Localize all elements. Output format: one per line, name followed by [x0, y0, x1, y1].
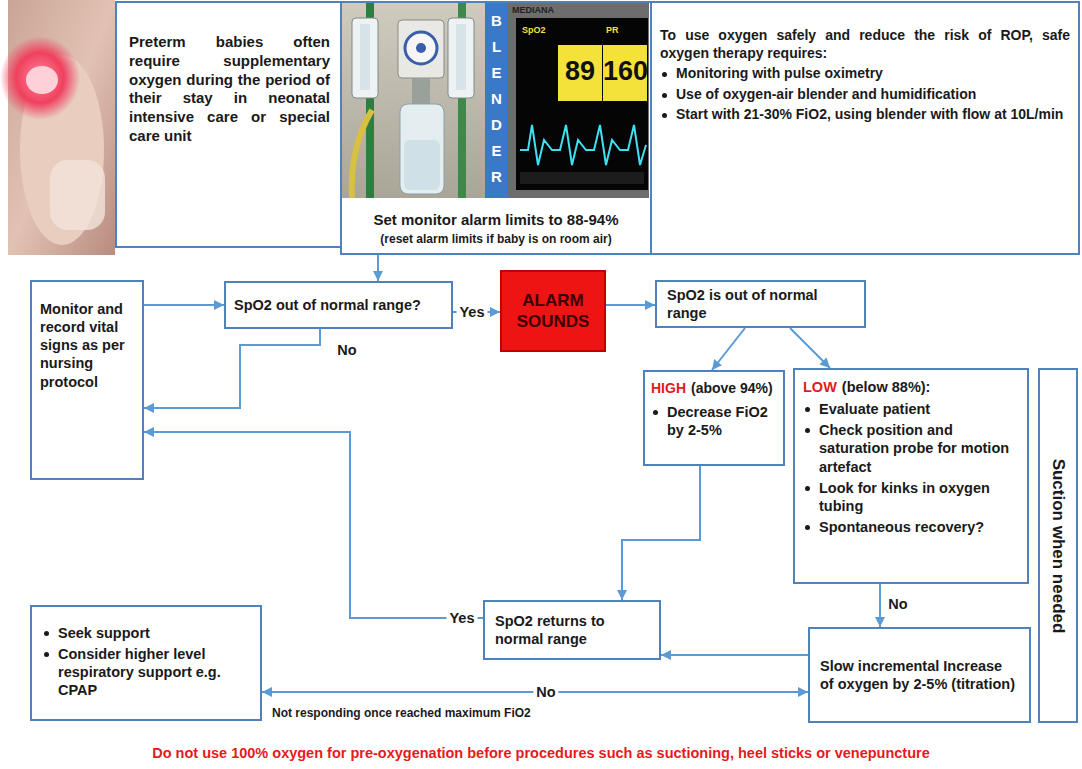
flow-connector — [790, 328, 830, 368]
baby-foot-photo — [0, 0, 115, 255]
bullet-dot — [662, 93, 667, 98]
text-row: SpO2 is out of normal range — [667, 286, 854, 322]
blender-strip-label: BLENDER — [489, 8, 504, 190]
node-text: Start with 21-30% FiO2, using blender wi… — [676, 106, 1070, 124]
intro-box: Preterm babies often require supplementa… — [115, 1, 342, 248]
node-text: Set monitor alarm limits to 88-94% — [373, 211, 618, 228]
text-row: HIGH (above 94%) — [651, 380, 777, 398]
node-text: Suction when needed — [1048, 458, 1068, 633]
bullet-dot — [805, 428, 810, 433]
node-text: Consider higher level respiratory suppor… — [58, 645, 250, 699]
flow-connector — [661, 654, 808, 656]
flow-connector — [622, 466, 700, 600]
edge-label: Yes — [447, 610, 478, 626]
flow-connector — [144, 304, 224, 306]
node-text: Decrease FiO2 by 2-5% — [667, 403, 777, 439]
node-text: Use of oxygen-air blender and humidifica… — [676, 86, 1070, 104]
flow-connector — [879, 584, 881, 627]
bullet-dot — [44, 631, 49, 636]
text-row: Monitor and record vital signs as per nu… — [40, 300, 134, 391]
monitor-brand: MEDIANA — [512, 5, 554, 15]
text-row: Preterm babies often require supplementa… — [129, 33, 330, 146]
node-text: Preterm babies often require supplementa… — [129, 33, 330, 144]
bullet-row: Consider higher level respiratory suppor… — [42, 645, 250, 699]
text-row: Slow incremental Increase of oxygen by 2… — [820, 657, 1019, 693]
text-row: (reset alarm limits if baby is on room a… — [348, 232, 644, 247]
flow-connector — [144, 432, 483, 618]
flow-connector — [712, 328, 745, 370]
node-text: SpO2 returns to normal range — [495, 613, 605, 647]
text-row: To use oxygen safely and reduce the risk… — [660, 27, 1070, 62]
decision-box: SpO2 out of normal range? — [224, 281, 453, 329]
low-box: LOW (below 88%): Evaluate patientCheck pos… — [793, 368, 1029, 584]
bullet-dot — [662, 113, 667, 118]
process-box: Monitor and record vital signs as per nu… — [30, 280, 144, 480]
titration-box: Slow incremental Increase of oxygen by 2… — [808, 627, 1031, 723]
flow-connector — [377, 255, 379, 281]
bullet-row: Spontaneous recovery? — [803, 518, 1019, 536]
node-text: SpO2 out of normal range? — [234, 297, 421, 313]
maximum-fio2-note: Not responding once reached maximum FiO2 — [272, 706, 531, 720]
text-row: SpO2 out of normal range? — [234, 296, 443, 314]
node-text: Check position and saturation probe for … — [819, 421, 1019, 475]
flow-connector — [606, 304, 655, 306]
monitor-spo2-value: 89 — [558, 56, 602, 87]
safe-oxygen-box: To use oxygen safely and reduce the risk… — [650, 1, 1080, 255]
bullet-dot — [44, 652, 49, 657]
bullet-row: Start with 21-30% FiO2, using blender wi… — [660, 106, 1070, 124]
text-row: SpO2 returns to normal range — [495, 612, 649, 648]
node-text: SpO2 is out of normal range — [667, 287, 818, 321]
monitor-pr-label: PR — [606, 25, 619, 35]
bullet-row: Check position and saturation probe for … — [803, 421, 1019, 475]
bullet-dot — [653, 410, 658, 415]
status-box: SpO2 is out of normal range — [655, 280, 866, 328]
bullet-dot — [805, 407, 810, 412]
bullet-row: Evaluate patient — [803, 400, 1019, 418]
bullet-dot — [805, 486, 810, 491]
node-text: (reset alarm limits if baby is on room a… — [380, 232, 611, 246]
alarm-box: ALARM SOUNDS — [500, 270, 606, 352]
node-text: Monitor and record vital signs as per nu… — [40, 301, 125, 390]
suction-band: Suction when needed — [1038, 368, 1078, 723]
bullet-row: Monitoring with pulse oximetry — [660, 65, 1070, 83]
text-row: LOW (below 88%): — [803, 378, 1019, 396]
monitor-photo — [507, 3, 649, 198]
blender-strip — [485, 3, 507, 198]
node-text: To use oxygen safely and reduce the risk… — [660, 27, 1070, 61]
high-box: HIGH (above 94%) Decrease FiO2 by 2-5% — [643, 370, 785, 466]
edge-label: No — [533, 684, 558, 700]
node-text: LOW — [803, 379, 837, 395]
bullet-dot — [805, 525, 810, 530]
monitor-pr-value: 160 — [603, 56, 647, 87]
text-row: Set monitor alarm limits to 88-94% — [348, 211, 644, 230]
bullet-row: Decrease FiO2 by 2-5% — [651, 403, 777, 439]
text-row: ALARM SOUNDS — [506, 290, 600, 333]
edge-label: No — [885, 596, 910, 612]
bottom-warning: Do not use 100% oxygen for pre-oxygenati… — [0, 745, 1082, 761]
node-text: HIGH — [651, 380, 686, 396]
node-text: (above 94%) — [691, 380, 773, 396]
bullet-row: Look for kinks in oxygen tubing — [803, 479, 1019, 515]
edge-label: No — [334, 342, 359, 358]
outcome-box: SpO2 returns to normal range — [483, 600, 661, 660]
node-text: Look for kinks in oxygen tubing — [819, 479, 1019, 515]
node-text: Spontaneous recovery? — [819, 518, 1019, 536]
blender-photo — [342, 3, 485, 198]
bullet-dot — [662, 72, 667, 77]
node-text: Evaluate patient — [819, 400, 1019, 418]
node-text: ALARM SOUNDS — [517, 291, 590, 331]
flow-connector — [144, 329, 320, 408]
bullet-row: Use of oxygen-air blender and humidifica… — [660, 86, 1070, 104]
node-text: (below 88%): — [842, 379, 931, 395]
node-text: Seek support — [58, 624, 250, 642]
escalation-box: Seek supportConsider higher level respir… — [30, 605, 262, 721]
node-text: Slow incremental Increase of oxygen by 2… — [820, 658, 1015, 692]
edge-label: Yes — [457, 304, 488, 320]
node-text: Monitoring with pulse oximetry — [676, 65, 1070, 83]
monitor-spo2-label: SpO2 — [522, 25, 546, 35]
bullet-row: Seek support — [42, 624, 250, 642]
